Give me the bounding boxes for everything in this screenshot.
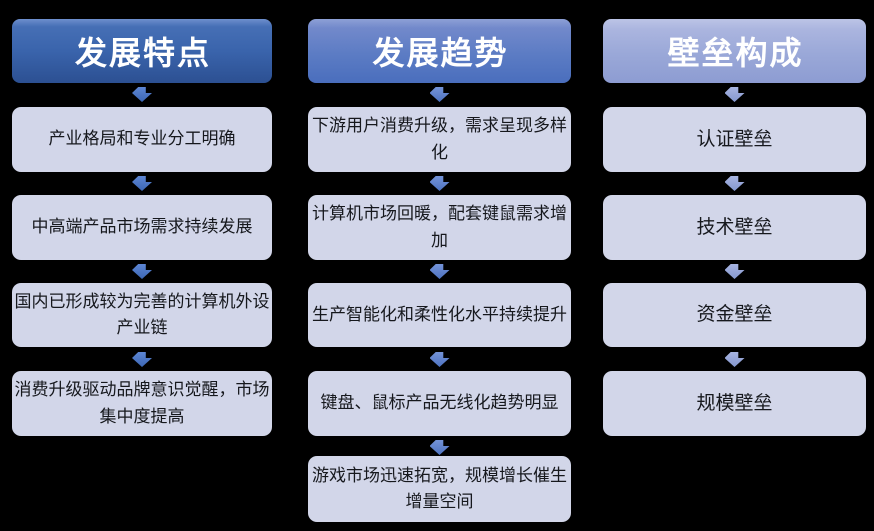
column-header: 发展特点 [12,19,272,83]
down-arrow-icon [724,264,745,279]
flow-box: 游戏市场迅速拓宽，规模增长催生 增量空间 [308,456,571,522]
column-development-trends: 发展趋势 下游用户消费升级，需求呈现多样 化 计算机市场回暖，配套键鼠需求增 加… [308,0,571,531]
flow-box: 中高端产品市场需求持续发展 [12,195,272,260]
down-arrow-icon [724,176,745,191]
flow-box: 认证壁垒 [603,107,866,172]
down-arrow-icon [429,264,450,279]
column-header: 发展趋势 [308,19,571,83]
down-arrow-icon [429,176,450,191]
column-development-characteristics: 发展特点 产业格局和专业分工明确 中高端产品市场需求持续发展 国内已形成较为完善… [12,0,272,531]
down-arrow-icon [429,352,450,367]
flow-box: 规模壁垒 [603,371,866,436]
flow-box: 消费升级驱动品牌意识觉醒，市场 集中度提高 [12,371,272,436]
flow-box: 下游用户消费升级，需求呈现多样 化 [308,107,571,172]
down-arrow-icon [724,352,745,367]
flow-box: 生产智能化和柔性化水平持续提升 [308,283,571,347]
flow-box: 技术壁垒 [603,195,866,260]
down-arrow-icon [429,87,450,102]
flow-box: 产业格局和专业分工明确 [12,107,272,172]
flow-box: 键盘、鼠标产品无线化趋势明显 [308,371,571,436]
column-barrier-composition: 壁垒构成 认证壁垒 技术壁垒 资金壁垒 规模壁垒 [603,0,866,531]
column-header: 壁垒构成 [603,19,866,83]
down-arrow-icon [132,264,152,279]
flow-box: 资金壁垒 [603,283,866,347]
flow-box: 国内已形成较为完善的计算机外设 产业链 [12,283,272,347]
down-arrow-icon [132,87,152,102]
flow-box: 计算机市场回暖，配套键鼠需求增 加 [308,195,571,260]
down-arrow-icon [724,87,745,102]
down-arrow-icon [132,176,152,191]
down-arrow-icon [132,352,152,367]
down-arrow-icon [429,440,450,455]
